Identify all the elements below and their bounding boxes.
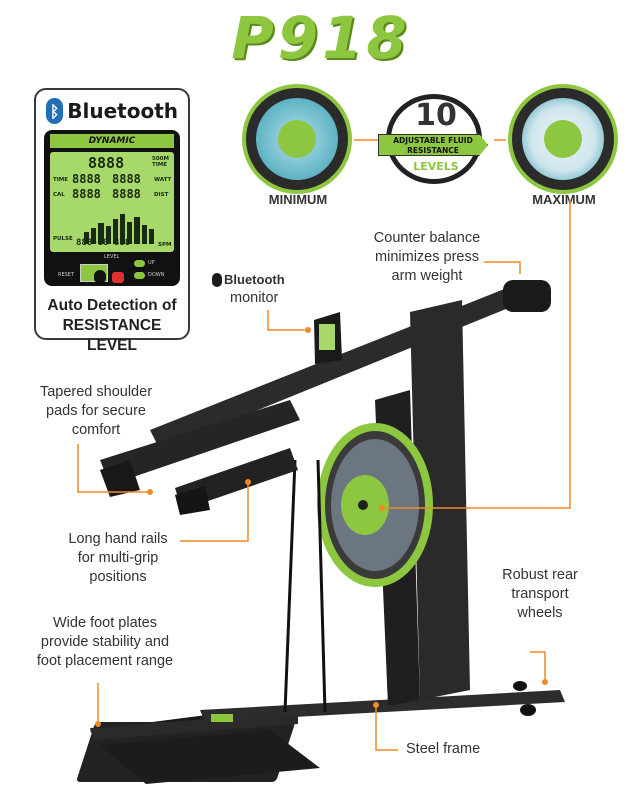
callout-line: positions	[89, 569, 147, 585]
bluetooth-brand: Bluetooth	[224, 272, 285, 287]
lcd-label-dist: DIST	[154, 192, 169, 198]
callout-line: transport	[511, 586, 569, 602]
callout-line: Tapered shoulder	[39, 384, 153, 400]
lcd-bar-graph	[84, 214, 155, 244]
dial-hub-icon	[278, 120, 316, 158]
callout-line: wheels	[517, 605, 563, 621]
heart-rate-icon	[112, 272, 124, 283]
callout-line: comfort	[71, 422, 121, 438]
dial-hub-icon	[544, 120, 582, 158]
callout-line: minimizes press	[375, 249, 479, 265]
minimum-label: MINIMUM	[268, 192, 328, 207]
levels-banner: ADJUSTABLE FLUID RESISTANCE	[378, 134, 488, 156]
up-label: UP	[148, 260, 155, 266]
callout-line: Counter balance	[373, 230, 481, 246]
maximum-dial	[508, 84, 618, 194]
bluetooth-icon	[212, 272, 222, 287]
callout-bluetooth-monitor: Bluetooth monitor	[212, 270, 292, 308]
lcd-bottom-value: 888-88 888	[76, 238, 131, 248]
console-monitor: DYNAMIC 8888 500M TIME TIME 8888 8888 WA…	[44, 130, 180, 286]
lcd-time-value: 8888	[72, 172, 101, 186]
bluetooth-small-icon	[94, 270, 106, 284]
up-button[interactable]	[134, 260, 145, 267]
minimum-dial	[242, 84, 352, 194]
console-brand: DYNAMIC	[50, 134, 174, 148]
lcd-label-cal: CAL	[53, 192, 65, 198]
caption-line-1: Auto Detection of	[47, 297, 177, 314]
callout-line: provide stability and	[40, 634, 170, 650]
bluetooth-icon: ᛒ	[46, 98, 64, 124]
down-label: DOWN	[148, 272, 165, 278]
callout-line: Robust rear	[502, 567, 578, 583]
levels-word: LEVELS	[413, 160, 459, 173]
lcd-label-pulse: PULSE	[53, 236, 73, 242]
auto-detection-caption: Auto Detection of RESISTANCE LEVEL	[36, 296, 188, 356]
callout-rear-wheels: Robust rear transport wheels	[490, 566, 590, 623]
lcd-cal-value: 8888	[72, 187, 101, 201]
product-title: P918	[231, 4, 411, 72]
maximum-label: MAXIMUM	[532, 192, 596, 207]
bluetooth-header: ᛒ Bluetooth	[46, 96, 178, 126]
levels-number: 10	[415, 98, 457, 133]
down-button[interactable]	[134, 272, 145, 279]
callout-line: Wide foot plates	[53, 615, 157, 631]
lcd-main-value: 8888	[88, 154, 125, 172]
caption-line-2: RESISTANCE LEVEL	[62, 317, 162, 354]
callout-foot-plates: Wide foot plates provide stability and f…	[20, 614, 190, 671]
callout-line: arm weight	[391, 268, 463, 284]
callout-line: monitor	[230, 290, 279, 306]
callout-counter-balance: Counter balance minimizes press arm weig…	[362, 229, 492, 286]
lcd-label-level: LEVEL	[104, 254, 120, 260]
lcd-label-watt: WATT	[154, 177, 172, 183]
callout-line: pads for secure	[46, 403, 146, 419]
reset-label: RESET	[58, 272, 75, 278]
lcd-watt-value: 8888	[112, 172, 141, 186]
callout-hand-rails: Long hand rails for multi-grip positions	[58, 530, 178, 587]
callout-line: Long hand rails	[68, 531, 168, 547]
callout-line: foot placement range	[36, 653, 174, 669]
lcd-label-500m: 500M TIME	[152, 156, 169, 168]
resistance-levels-badge: 10 ADJUSTABLE FLUID RESISTANCE LEVELS	[378, 88, 494, 188]
callout-shoulder-pads: Tapered shoulder pads for secure comfort	[26, 383, 166, 440]
lcd-label-time: TIME	[53, 177, 69, 183]
callout-steel-frame: Steel frame	[406, 741, 481, 757]
lcd-screen: 8888 500M TIME TIME 8888 8888 WATT CAL 8…	[50, 152, 174, 252]
bluetooth-label: Bluetooth	[67, 99, 178, 123]
console-panel: ᛒ Bluetooth DYNAMIC 8888 500M TIME TIME …	[34, 88, 190, 354]
lcd-dist-value: 8888	[112, 187, 141, 201]
lcd-label-spm: SPM	[158, 242, 172, 248]
callout-line: for multi-grip	[77, 550, 159, 566]
